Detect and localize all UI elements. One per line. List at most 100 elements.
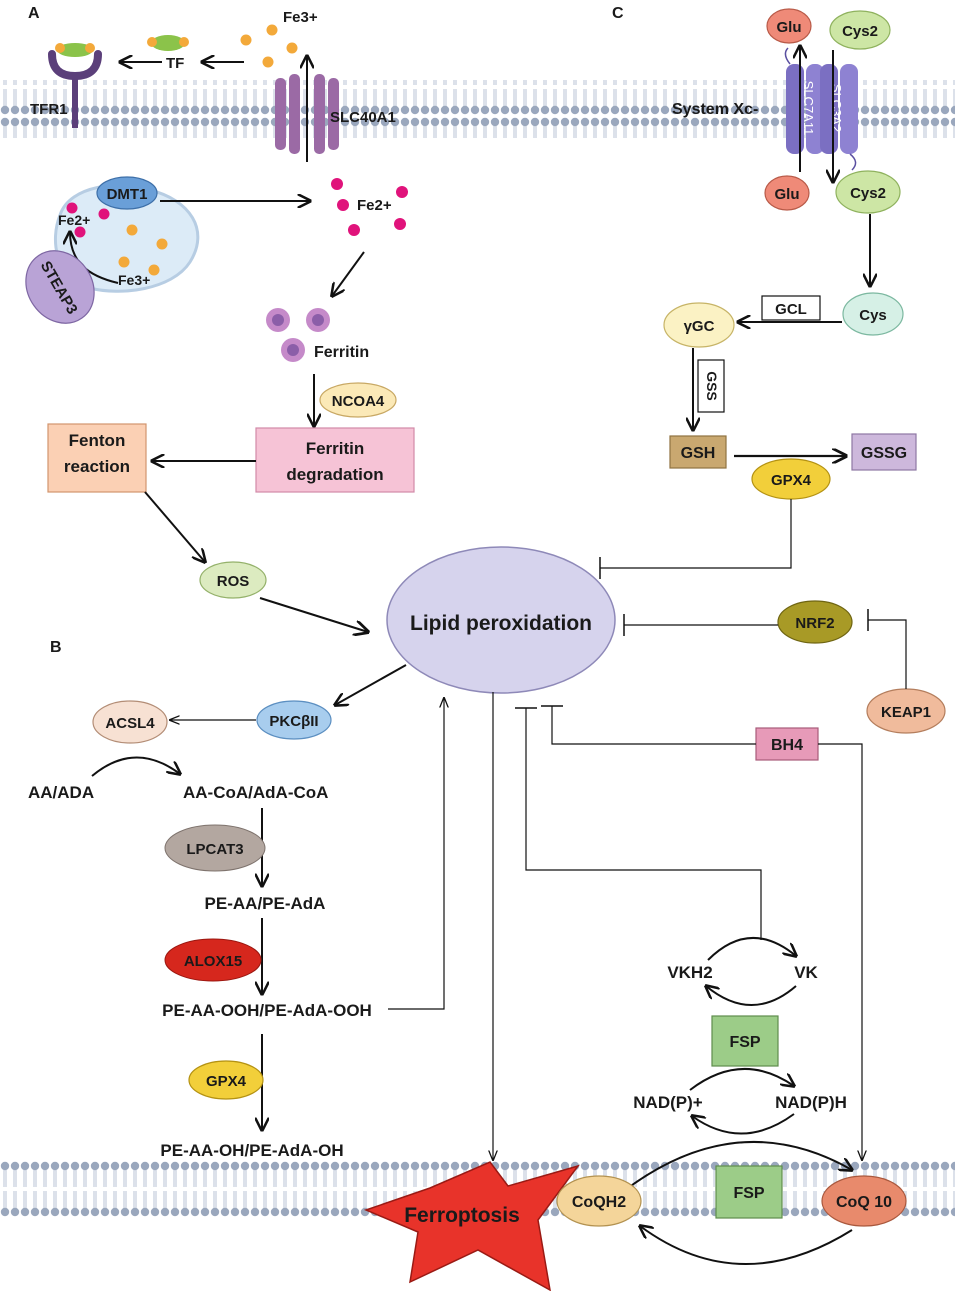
fenton-reaction-label-1: Fenton <box>69 431 126 450</box>
pkc-label: PKCβII <box>269 713 318 730</box>
system-xc-transporter <box>784 47 858 171</box>
fsp-box-lower <box>715 1165 783 1219</box>
tf-label: TF <box>166 55 184 72</box>
pkc-node <box>256 700 332 740</box>
alox15-node <box>164 938 262 982</box>
fsp-box-upper <box>711 1015 779 1067</box>
gsh-label: GSH <box>681 445 716 462</box>
glu-node-out <box>766 8 812 44</box>
acsl4-node <box>92 700 168 744</box>
gsh-box <box>669 435 727 469</box>
pe-aa-label: PE-AA/PE-AdA <box>205 894 326 913</box>
inhibit-vk-lipid <box>525 708 762 940</box>
arrow-vkh2-to-vk <box>707 936 796 961</box>
ros-label: ROS <box>217 573 250 590</box>
fe2-dots-cytosol <box>331 178 408 236</box>
ferroptosis-star <box>363 1161 580 1291</box>
bh4-box <box>755 727 819 761</box>
glu-label-in: Glu <box>775 186 800 203</box>
alox15-label: ALOX15 <box>184 953 242 970</box>
coqh2-label: CoQH2 <box>572 1194 626 1211</box>
arrow-ros-to-lipid <box>259 596 368 632</box>
gss-label: GSS <box>704 371 720 401</box>
slc40a1-transporter <box>275 74 339 154</box>
nadph-label: NAD(P)H <box>775 1093 847 1112</box>
inhibit-gpx4-lipid <box>600 499 792 569</box>
tfr1-receptor <box>48 43 102 128</box>
gcl-label: GCL <box>775 301 807 318</box>
gpx4-node-b <box>188 1060 264 1100</box>
aa-ada-label: AA/ADA <box>28 783 94 802</box>
dmt1-node <box>96 176 158 210</box>
fe2-label-cytosol: Fe2+ <box>357 197 392 214</box>
gss-box <box>697 359 725 413</box>
slc40a1-label: SLC40A1 <box>330 109 396 126</box>
cys-label: Cys <box>859 307 887 324</box>
cys2-node-out <box>829 10 891 50</box>
transferrin <box>147 35 189 51</box>
ferritin-degradation-label-2: degradation <box>286 465 383 484</box>
ferritin-degradation-label-1: Ferritin <box>306 439 365 458</box>
cys-node <box>842 292 904 336</box>
ygc-label: γGC <box>684 318 715 335</box>
gcl-box <box>761 295 821 321</box>
nadp-plus-label: NAD(P)+ <box>633 1093 702 1112</box>
vkh2-label: VKH2 <box>667 963 712 982</box>
ygc-node <box>663 302 735 348</box>
glu-node-in <box>764 175 810 211</box>
fenton-reaction-label-2: reaction <box>64 457 130 476</box>
fe3-label-top: Fe3+ <box>283 9 318 26</box>
arrow-peooh-to-lipid <box>388 698 444 1010</box>
ncoa4-label: NCOA4 <box>332 393 385 410</box>
vk-label: VK <box>794 963 818 982</box>
inhibit-bh4-lipid <box>551 706 756 745</box>
aa-coa-label: AA-CoA/AdA-CoA <box>183 783 328 802</box>
lipid-peroxidation-node <box>386 546 616 694</box>
arrow-nadph-to-nadp <box>692 1113 795 1135</box>
fe2-label-endosome: Fe2+ <box>58 212 90 228</box>
arrow-fe2-to-ferritin <box>332 251 365 296</box>
bh4-label: BH4 <box>771 737 803 754</box>
gpx4-label-b: GPX4 <box>206 1073 247 1090</box>
ferritin-complex <box>266 308 330 362</box>
cys2-node-in <box>835 170 901 214</box>
arrow-fenton-to-ros <box>144 491 205 562</box>
coqh2-node <box>556 1175 642 1227</box>
cys2-label-out: Cys2 <box>842 23 878 40</box>
fsp-label-upper: FSP <box>729 1034 760 1051</box>
arrow-bh4-to-coq10 <box>818 743 862 1160</box>
system-xc-label: System Xc- <box>672 101 758 118</box>
lpcat3-node <box>164 824 266 872</box>
lpcat3-label: LPCAT3 <box>186 841 243 858</box>
arrow-lipid-to-pkc <box>335 664 407 705</box>
slc7a11-label: SLC7A11 <box>801 81 816 136</box>
arrow-nadp-to-nadph <box>689 1067 794 1091</box>
fe2-dots-endosome <box>66 202 110 238</box>
cys2-label-in: Cys2 <box>850 185 886 202</box>
fenton-reaction-box <box>47 423 147 493</box>
ferritin-degradation-box <box>255 427 415 493</box>
nrf2-node <box>777 600 853 644</box>
ferroptosis-label: Ferroptosis <box>404 1204 520 1227</box>
slc3a2-label: SLC3A2 <box>829 84 844 132</box>
panel-label-b: B <box>50 639 62 656</box>
dmt1-label: DMT1 <box>107 186 148 203</box>
lipid-peroxidation-label: Lipid peroxidation <box>410 612 592 635</box>
fe3-dots-endosome <box>118 224 168 276</box>
inhibit-keap1-nrf2 <box>868 619 907 689</box>
glu-label-out: Glu <box>777 19 802 36</box>
gssg-box <box>851 433 917 471</box>
fsp-label-lower: FSP <box>733 1185 764 1202</box>
panel-label-c: C <box>612 5 624 22</box>
gssg-label: GSSG <box>861 445 907 462</box>
arrow-vk-to-vkh2 <box>706 986 797 1006</box>
coq10-label: CoQ 10 <box>836 1194 892 1211</box>
arrow-aa-to-aacoa <box>91 756 180 777</box>
keap1-label: KEAP1 <box>881 704 931 721</box>
coq10-node <box>821 1175 907 1227</box>
tfr1-label: TFR1 <box>30 101 68 118</box>
ferritin-label: Ferritin <box>314 344 369 361</box>
fe3-label-endosome: Fe3+ <box>118 272 150 288</box>
ncoa4-node <box>319 382 397 418</box>
